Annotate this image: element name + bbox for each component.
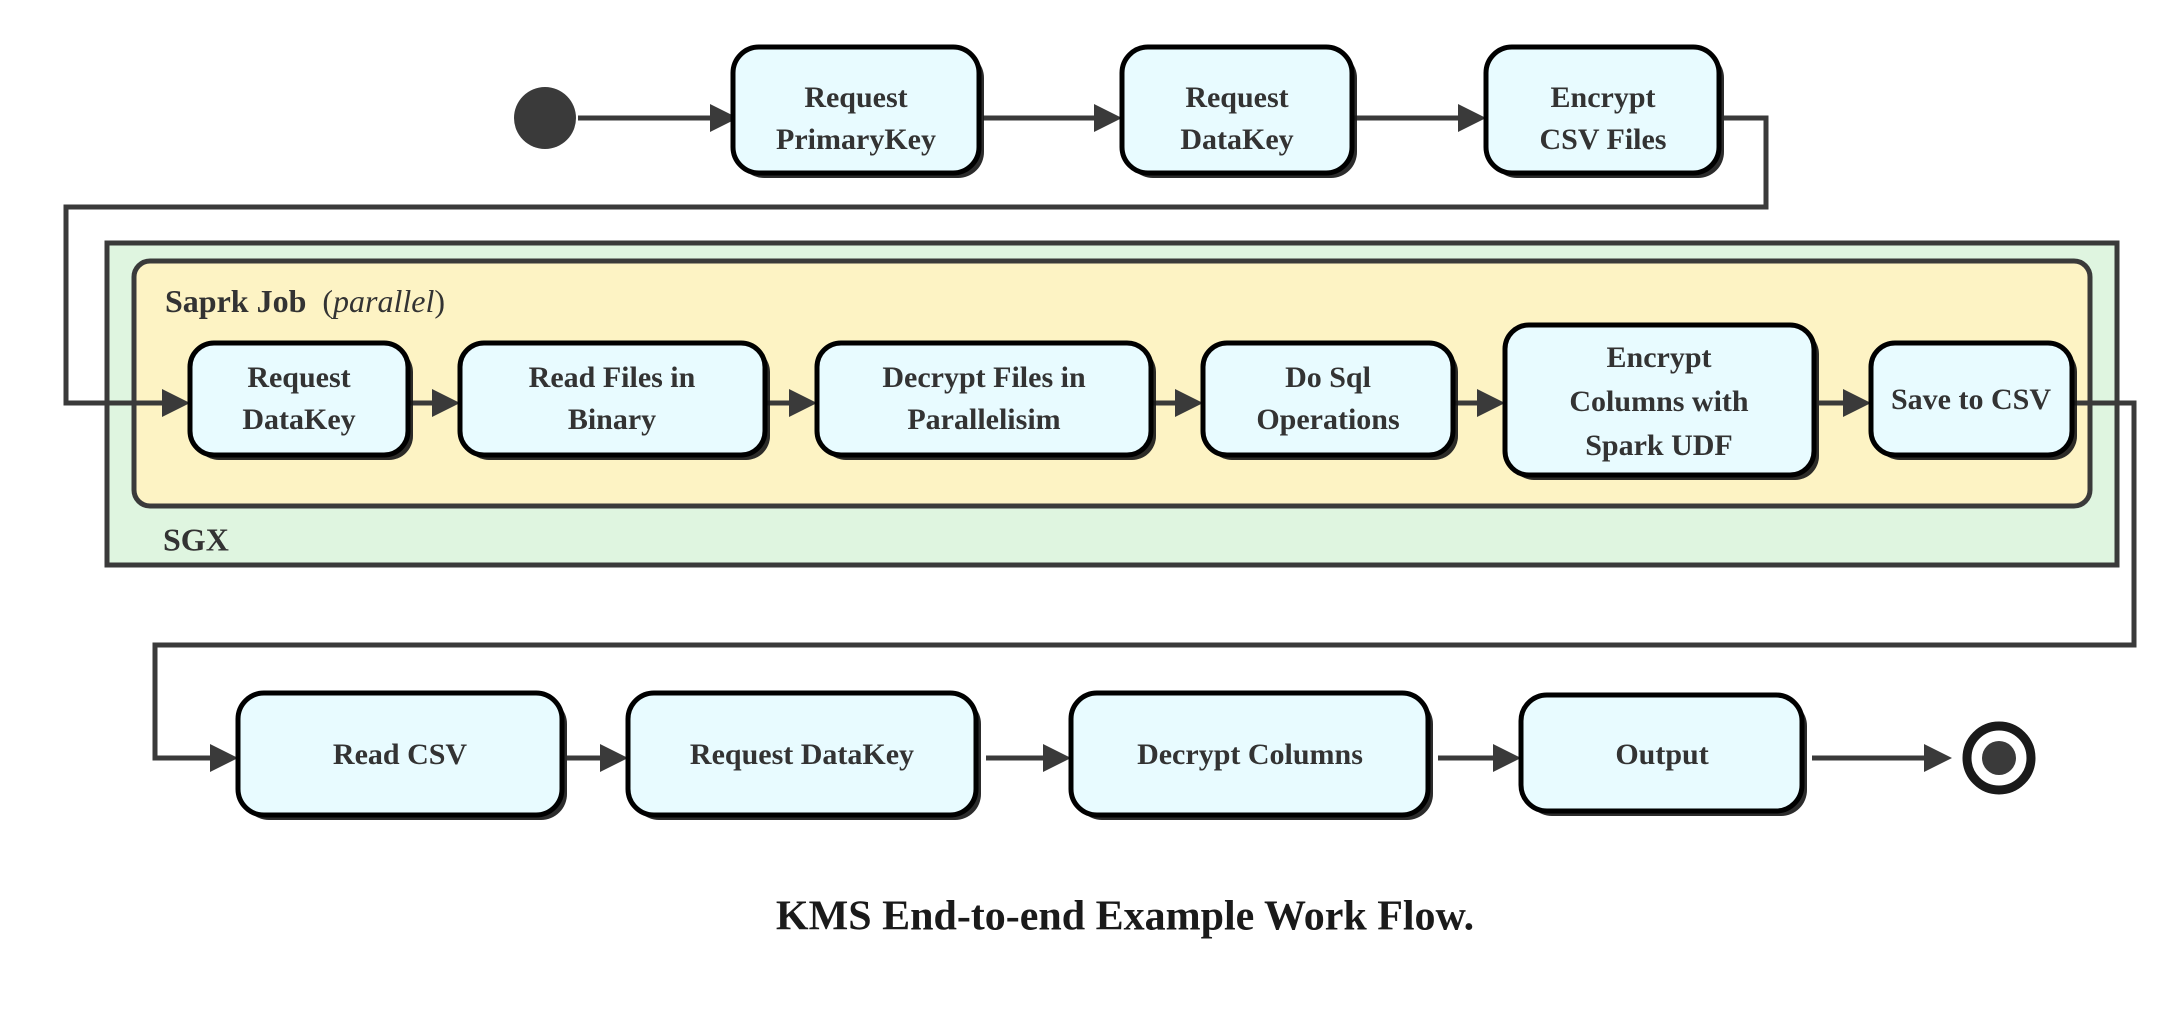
arrowhead-encrypt-columns-to-save-csv	[1843, 389, 1871, 417]
arrowhead-save-csv-to-read-csv	[210, 744, 238, 772]
end-node-dot	[1982, 741, 2016, 775]
node-decrypt-files-in-parallelisim[interactable]: Decrypt Files in Parallelisim	[814, 340, 1156, 460]
spark-job-group-label: Saprk Job (parallel)	[165, 283, 445, 319]
end-node-ring	[1962, 721, 2036, 795]
node-do-sql-operations-label-line1: Do Sql	[1285, 361, 1371, 394]
node-request-datakey-bottom[interactable]: Request DataKey	[625, 690, 981, 820]
node-request-datakey-spark-label-line2: DataKey	[242, 403, 355, 436]
node-encrypt-columns-with-spark-udf-label-line1: Encrypt	[1607, 341, 1712, 374]
node-request-datakey-spark[interactable]: Request DataKey	[187, 340, 413, 460]
node-decrypt-columns-label-line1: Decrypt Columns	[1137, 738, 1363, 771]
edge-save-csv-to-read-csv	[152, 400, 2137, 761]
node-save-to-csv-box[interactable]	[1868, 340, 2075, 458]
node-read-files-in-binary[interactable]: Read Files in Binary	[457, 340, 770, 460]
node-decrypt-files-in-parallelisim-label-line2: Parallelisim	[907, 403, 1060, 436]
arrowhead-decrypt-columns-to-output	[1493, 744, 1521, 772]
node-encrypt-csv-files[interactable]: Encrypt CSV Files	[1483, 44, 1724, 178]
node-request-datakey-top[interactable]: Request DataKey	[1119, 44, 1357, 178]
node-do-sql-operations-box[interactable]	[1200, 340, 1456, 458]
node-do-sql-operations[interactable]: Do Sql Operations	[1200, 340, 1458, 460]
node-request-datakey-top-box[interactable]	[1119, 44, 1355, 176]
bottom-row: Read CSV Request DataKey Decrypt Columns…	[235, 690, 1807, 820]
sgx-group-label: SGX	[163, 521, 229, 557]
node-request-datakey-top-label-line2: DataKey	[1180, 123, 1293, 156]
node-save-to-csv-label-line1: Save to CSV	[1891, 383, 2051, 416]
node-decrypt-columns[interactable]: Decrypt Columns	[1068, 690, 1433, 820]
end-node	[1962, 721, 2036, 795]
spark-job-annotation: parallel	[331, 283, 434, 319]
node-encrypt-csv-files-box[interactable]	[1483, 44, 1722, 176]
node-read-csv-label-line1: Read CSV	[333, 738, 468, 771]
node-read-files-in-binary-label-line2: Binary	[568, 403, 656, 436]
node-request-datakey-spark-label-line1: Request	[247, 361, 350, 394]
spark-row: Request DataKey Read Files in Binary Dec…	[187, 322, 2077, 480]
arrowhead-read-csv-to-request-datakey	[600, 744, 628, 772]
edges-layer	[63, 104, 2137, 772]
node-encrypt-columns-with-spark-udf-box[interactable]	[1502, 322, 1817, 478]
node-encrypt-csv-files-label-line2: CSV Files	[1540, 123, 1667, 156]
node-encrypt-columns-with-spark-udf[interactable]: Encrypt Columns with Spark UDF	[1502, 322, 1819, 480]
start-node	[514, 87, 576, 149]
node-save-to-csv[interactable]: Save to CSV	[1868, 340, 2077, 460]
arrowhead-decrypt-parallel-to-do-sql	[1175, 389, 1203, 417]
arrowhead-output-to-end	[1924, 744, 1952, 772]
arrowhead-primarykey-to-datakey	[1094, 104, 1122, 132]
node-decrypt-files-in-parallelisim-label-line1: Decrypt Files in	[882, 361, 1086, 394]
node-output-box[interactable]	[1518, 692, 1805, 814]
node-request-primarykey-box[interactable]	[730, 44, 982, 176]
node-output-label-line1: Output	[1615, 738, 1708, 771]
node-request-primarykey[interactable]: Request PrimaryKey	[730, 44, 984, 178]
node-request-datakey-bottom-box[interactable]	[625, 690, 979, 818]
diagram-caption: KMS End-to-end Example Work Flow.	[776, 894, 1474, 940]
node-encrypt-csv-files-label-line1: Encrypt	[1551, 81, 1656, 114]
node-output[interactable]: Output	[1518, 692, 1807, 816]
start-node-circle	[514, 87, 576, 149]
top-row: Request PrimaryKey Request DataKey Encry…	[730, 44, 1724, 178]
edge-encrypt-csv-to-spark-datakey	[63, 115, 1769, 406]
node-read-csv[interactable]: Read CSV	[235, 690, 567, 820]
spark-job-annotation-open: (	[322, 283, 333, 319]
arrowhead-spark-datakey-to-read-binary	[432, 389, 460, 417]
node-read-csv-box[interactable]	[235, 690, 565, 818]
node-request-primarykey-label-line1: Request	[804, 81, 907, 114]
arrowhead-start-to-request-primarykey	[710, 104, 738, 132]
node-encrypt-columns-with-spark-udf-label-line3: Spark UDF	[1585, 429, 1733, 462]
node-do-sql-operations-label-line2: Operations	[1256, 403, 1399, 436]
arrowhead-datakey-to-encrypt-csv	[1458, 104, 1486, 132]
node-request-datakey-spark-box[interactable]	[187, 340, 411, 458]
arrowhead-do-sql-to-encrypt-columns	[1477, 389, 1505, 417]
spark-job-annotation-close: )	[434, 283, 445, 319]
node-read-files-in-binary-label-line1: Read Files in	[529, 361, 696, 394]
node-decrypt-files-in-parallelisim-box[interactable]	[814, 340, 1154, 458]
node-request-datakey-top-label-line1: Request	[1185, 81, 1288, 114]
arrowhead-request-datakey-to-decrypt-columns	[1043, 744, 1071, 772]
node-encrypt-columns-with-spark-udf-label-line2: Columns with	[1569, 385, 1749, 418]
arrowhead-encrypt-csv-to-spark-datakey	[162, 389, 190, 417]
node-request-primarykey-label-line2: PrimaryKey	[776, 123, 936, 156]
spark-job-label-text: Saprk Job	[165, 283, 306, 319]
node-read-files-in-binary-box[interactable]	[457, 340, 768, 458]
node-request-datakey-bottom-label-line1: Request DataKey	[690, 738, 914, 771]
arrowhead-read-binary-to-decrypt-parallel	[789, 389, 817, 417]
node-decrypt-columns-box[interactable]	[1068, 690, 1431, 818]
